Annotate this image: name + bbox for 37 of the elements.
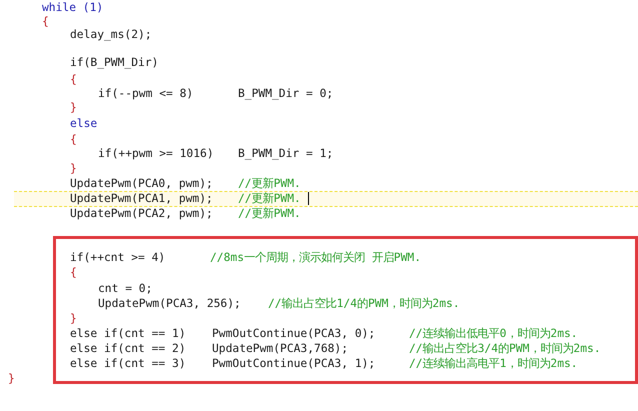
code-line: if(++pwm >= 1016)	[98, 146, 214, 161]
code-line: else	[70, 116, 98, 131]
code-comment: //输出占空比3/4的PWM，时间为2ms.	[409, 341, 601, 356]
code-line: PwmOutContinue(PCA3, 0);	[212, 326, 376, 341]
brace: {	[70, 72, 77, 87]
brace: {	[70, 132, 77, 147]
code-line: else if(cnt == 3)	[70, 356, 186, 371]
code-line: PwmOutContinue(PCA3, 1);	[212, 356, 376, 371]
brace: }	[8, 371, 15, 386]
code-comment: //输出占空比1/4的PWM，时间为2ms.	[268, 296, 460, 311]
code-line: else if(cnt == 2)	[70, 341, 186, 356]
brace: }	[70, 311, 77, 326]
code-line: delay_ms(2);	[70, 27, 152, 42]
code-line: UpdatePwm(PCA1, pwm);	[70, 191, 213, 206]
brace: }	[70, 161, 77, 176]
code-comment: //更新PWM.	[238, 191, 301, 206]
code-comment: //连续输出高电平1，时间为2ms.	[409, 356, 578, 371]
code-line: if(++cnt >= 4)	[70, 250, 166, 265]
code-line: UpdatePwm(PCA3,768);	[212, 341, 348, 356]
code-line: while (1)	[42, 0, 104, 15]
highlight-box	[53, 236, 638, 384]
brace: }	[70, 100, 77, 115]
code-line: UpdatePwm(PCA2, pwm);	[70, 206, 213, 221]
brace: {	[70, 265, 77, 280]
code-line: B_PWM_Dir = 0;	[238, 86, 334, 101]
code-comment: //连续输出低电平0，时间为2ms.	[409, 326, 578, 341]
code-line: else if(cnt == 1)	[70, 326, 186, 341]
code-line: UpdatePwm(PCA0, pwm);	[70, 176, 213, 191]
code-comment: //更新PWM.	[238, 206, 301, 221]
code-line: UpdatePwm(PCA3, 256);	[98, 296, 241, 311]
code-line: cnt = 0;	[98, 281, 152, 296]
code-line: if(B_PWM_Dir)	[70, 55, 158, 70]
brace: {	[42, 14, 49, 29]
code-line: B_PWM_Dir = 1;	[238, 146, 334, 161]
code-comment: //8ms一个周期，演示如何关闭 开启PWM.	[210, 250, 422, 265]
code-line: if(--pwm <= 8)	[98, 86, 194, 101]
code-comment: //更新PWM.	[238, 176, 301, 191]
